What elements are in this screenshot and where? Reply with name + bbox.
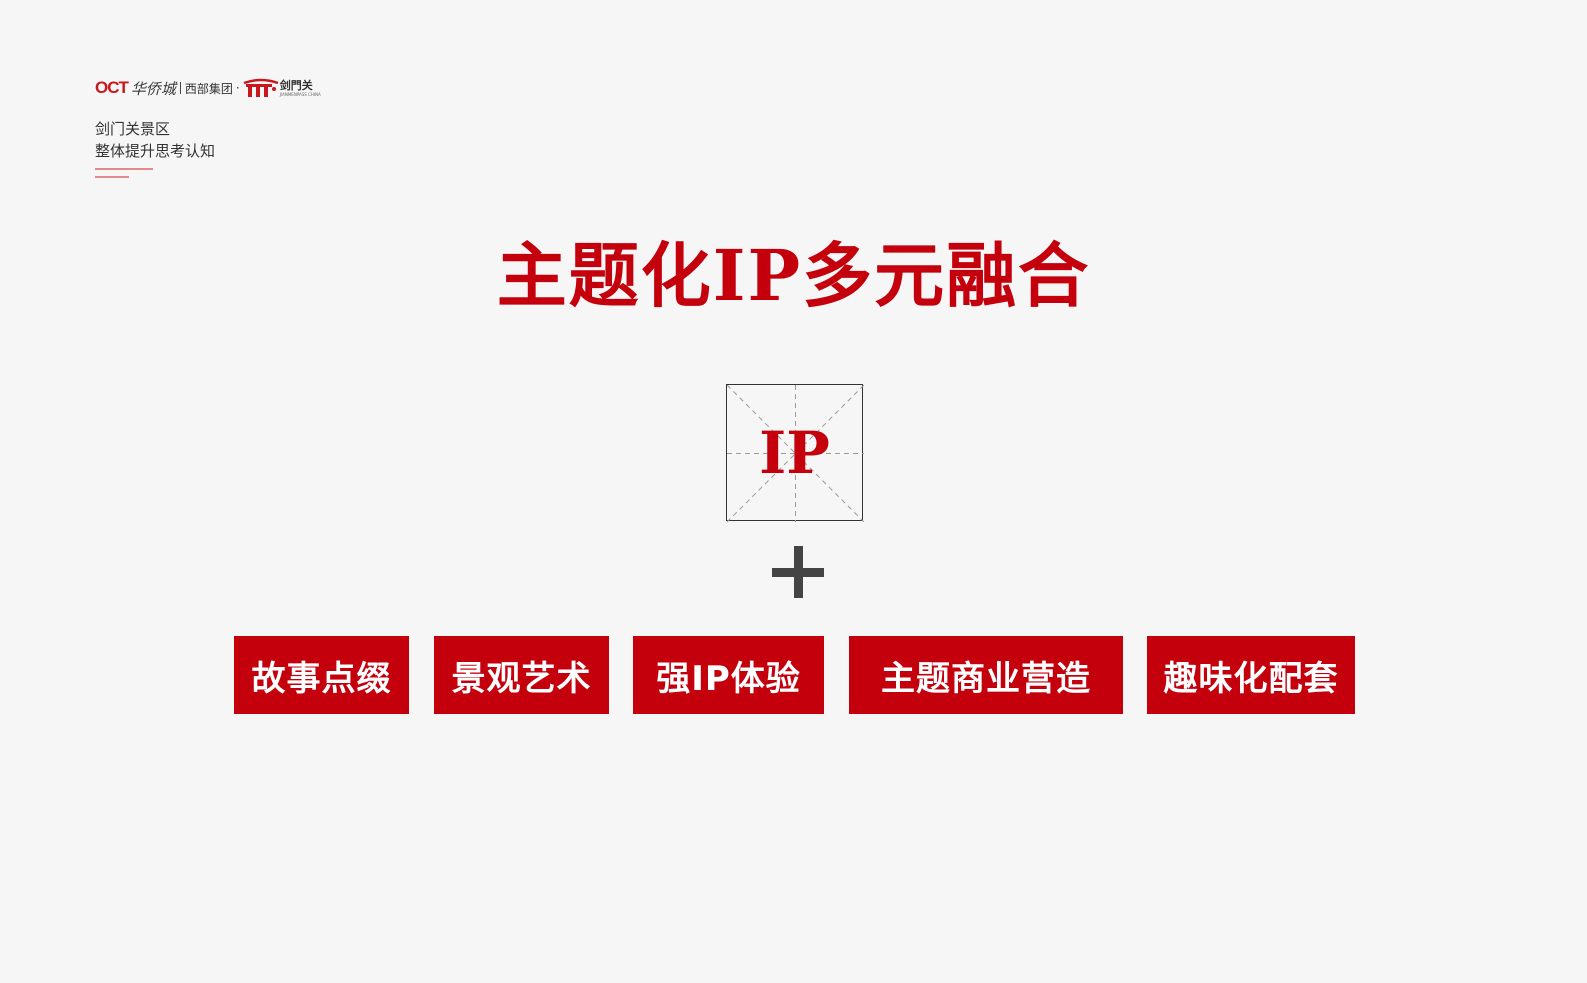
gate-logo-icon: [243, 77, 279, 99]
logo-jianmenguan-en: JIANMENPASS CHINA: [279, 91, 321, 97]
logo-dot: ·: [235, 81, 240, 95]
subtitle-line-1: 剑门关景区: [95, 120, 171, 138]
tag-story: 故事点缀: [234, 636, 409, 714]
tag-strong-ip-experience: 强IP体验: [633, 636, 824, 714]
brand-logo: OCT 华侨城 西部集团 · 剑門关 JIANMENPASS CHINA: [95, 74, 395, 102]
ip-grid-box: IP: [726, 384, 864, 522]
ip-label: IP: [759, 418, 830, 487]
logo-divider: [179, 82, 181, 94]
logo-jianmenguan: 剑門关 JIANMENPASS CHINA: [280, 80, 321, 97]
logo-group-text: 西部集团: [184, 81, 233, 96]
subtitle: 剑门关景区 整体提升思考认知: [95, 118, 395, 162]
tag-fun-facilities: 趣味化配套: [1147, 636, 1355, 714]
page-title: 主题化IP多元融合: [496, 234, 1091, 317]
tag-landscape-art: 景观艺术: [434, 636, 609, 714]
tianzige-grid-icon: [727, 385, 864, 522]
tag-theme-commerce: 主题商业营造: [849, 636, 1123, 714]
logo-oct-text: OCT: [95, 78, 129, 97]
logo-jianmenguan-text: 剑門关: [279, 78, 313, 92]
plus-icon: [772, 546, 824, 598]
header: OCT 华侨城 西部集团 · 剑門关 JIANMENPASS CHINA 剑门关…: [95, 74, 395, 178]
subtitle-line-2: 整体提升思考认知: [95, 142, 216, 160]
logo-huaqiao-text: 华侨城: [130, 79, 176, 98]
decorative-fine-print: [95, 168, 395, 178]
